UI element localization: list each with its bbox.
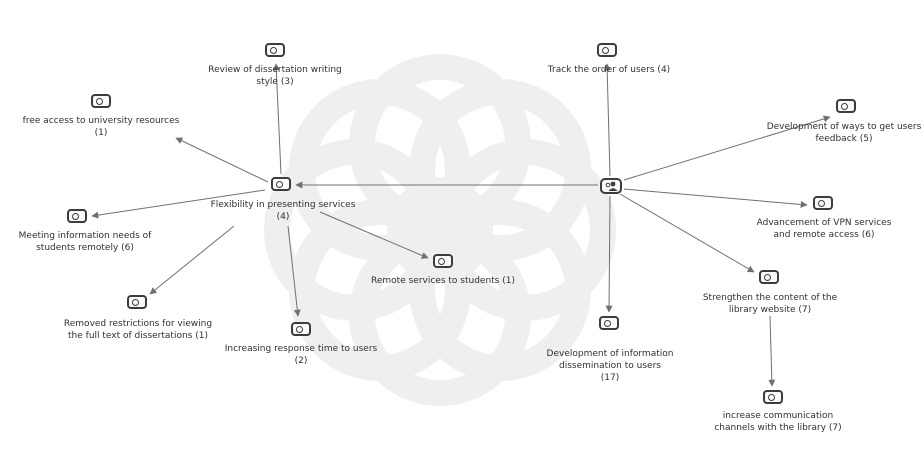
edge-hub-to-dissemination bbox=[605, 195, 613, 313]
vpn-code-icon[interactable] bbox=[813, 196, 833, 210]
response-time-code-icon[interactable] bbox=[291, 322, 311, 336]
feedback-code-icon[interactable] bbox=[836, 99, 856, 113]
edge-hub-to-feedback bbox=[623, 115, 831, 181]
track-order-code-icon[interactable] bbox=[597, 43, 617, 57]
removed-restrictions-code-icon[interactable] bbox=[127, 295, 147, 309]
free-access-label: free access to university resources(1) bbox=[22, 116, 180, 138]
edge-hub-to-vpn bbox=[623, 188, 808, 208]
hub-group-icon[interactable] bbox=[600, 178, 622, 194]
remote-services-code-icon[interactable] bbox=[433, 254, 453, 268]
edge-flexibility-to-remote-services bbox=[319, 211, 429, 259]
edge-hub-to-track-order bbox=[603, 63, 611, 177]
review-code-icon[interactable] bbox=[265, 43, 285, 57]
communication-code-icon[interactable] bbox=[763, 390, 783, 404]
meeting-info-code-icon[interactable] bbox=[67, 209, 87, 223]
watermark-logo bbox=[264, 54, 616, 406]
website-code-icon[interactable] bbox=[759, 270, 779, 284]
edge-website-to-communication bbox=[768, 315, 776, 387]
dissemination-code-icon[interactable] bbox=[599, 316, 619, 330]
response-time-label: Increasing response time to users(2) bbox=[224, 344, 378, 366]
edge-hub-to-website bbox=[619, 193, 755, 273]
edges-layer bbox=[91, 63, 831, 387]
watermark-center bbox=[387, 177, 493, 283]
edge-flexibility-to-removed-restrictions bbox=[149, 225, 235, 295]
flexibility-code-icon[interactable] bbox=[271, 177, 291, 191]
edge-flexibility-to-response-time bbox=[287, 225, 301, 317]
flexibility-label: Flexibility in presenting services(4) bbox=[210, 200, 356, 222]
free-access-code-icon[interactable] bbox=[91, 94, 111, 108]
remote-services-label: Remote services to students (1) bbox=[371, 276, 515, 286]
watermark-petal bbox=[409, 78, 592, 261]
edge-flexibility-to-meeting-info bbox=[91, 189, 266, 219]
edge-flexibility-to-review bbox=[272, 63, 282, 175]
track-order-label: Track the order of users (4) bbox=[547, 65, 671, 75]
edge-flexibility-to-free-access bbox=[175, 137, 269, 183]
